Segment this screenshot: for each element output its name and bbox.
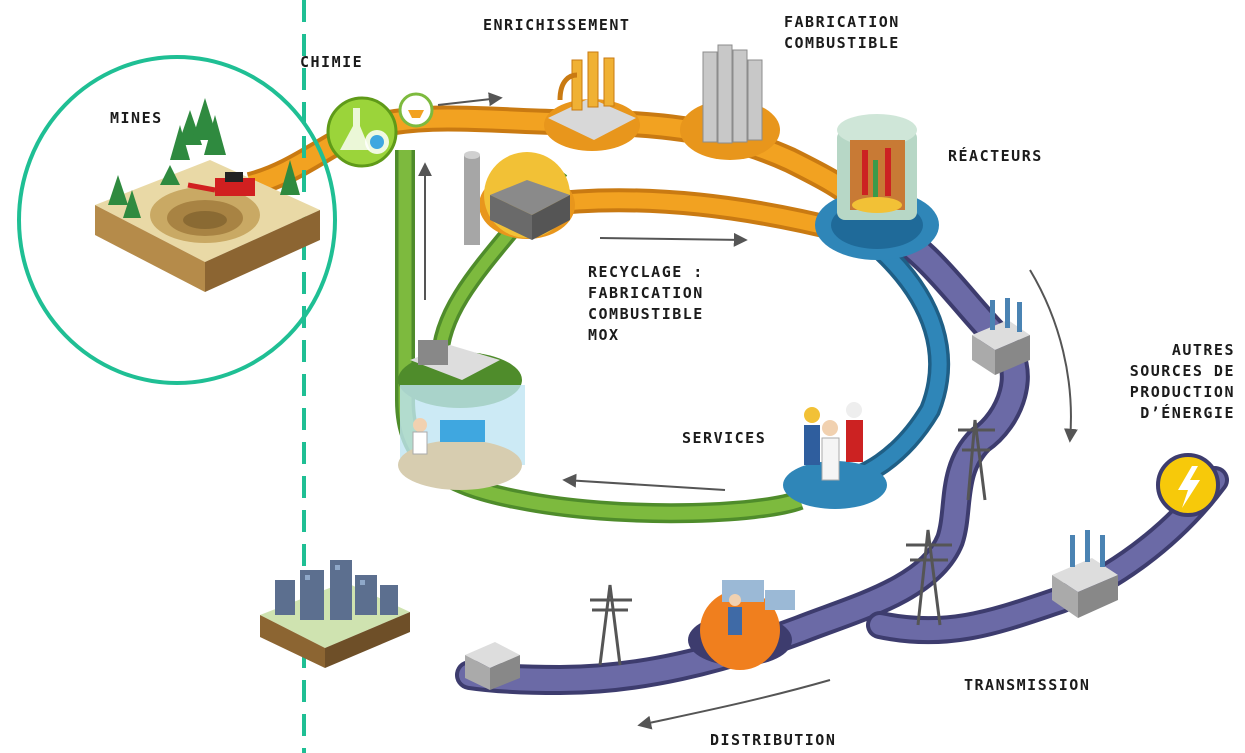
chemistry-flask-icon — [326, 92, 434, 168]
label-line: FABRICATION — [588, 284, 704, 302]
city-icon — [260, 560, 410, 668]
substation-icon — [972, 298, 1030, 375]
label-services: SERVICES — [682, 429, 767, 447]
label-line: COMBUSTIBLE — [784, 34, 900, 52]
mines-highlight-circle — [17, 55, 337, 385]
label-line: AUTRES — [1171, 341, 1235, 359]
label-fabrication-combustible: FABRICATION COMBUSTIBLE — [784, 12, 900, 54]
reprocessing-facility-icon — [398, 340, 525, 490]
label-transmission: TRANSMISSION — [964, 676, 1091, 694]
label-mines: MINES — [110, 109, 163, 127]
recycling-plant-icon — [464, 151, 575, 245]
label-line: FABRICATION — [784, 13, 900, 31]
enrichment-plant-icon — [544, 51, 640, 151]
services-people-icon — [783, 402, 887, 509]
lightning-icon — [1156, 453, 1220, 517]
mine-icon — [95, 98, 320, 292]
label-enrichissement: ENRICHISSEMENT — [483, 16, 631, 34]
substation-icon — [1052, 530, 1118, 618]
pylon-icon — [590, 419, 995, 666]
fuel-fabrication-icon — [680, 44, 780, 160]
label-line: D’ÉNERGIE — [1140, 404, 1235, 422]
label-recyclage: RECYCLAGE : FABRICATION COMBUSTIBLE MOX — [588, 262, 704, 346]
electricity-network-path — [455, 210, 1229, 696]
label-line: MOX — [588, 326, 620, 344]
reactor-icon — [815, 114, 939, 260]
label-distribution: DISTRIBUTION — [710, 731, 837, 749]
label-line: RECYCLAGE : — [588, 263, 704, 281]
label-line: SOURCES DE — [1129, 362, 1235, 380]
substation-icon — [465, 642, 520, 690]
label-line: PRODUCTION — [1129, 383, 1235, 401]
label-reacteurs: RÉACTEURS — [948, 147, 1043, 165]
flow-arrows — [418, 92, 1078, 730]
label-line: COMBUSTIBLE — [588, 305, 704, 323]
label-autres-sources: AUTRES SOURCES DE PRODUCTION D’ÉNERGIE — [1130, 340, 1235, 424]
control-room-icon — [688, 580, 795, 670]
label-chimie: CHIMIE — [300, 53, 364, 71]
